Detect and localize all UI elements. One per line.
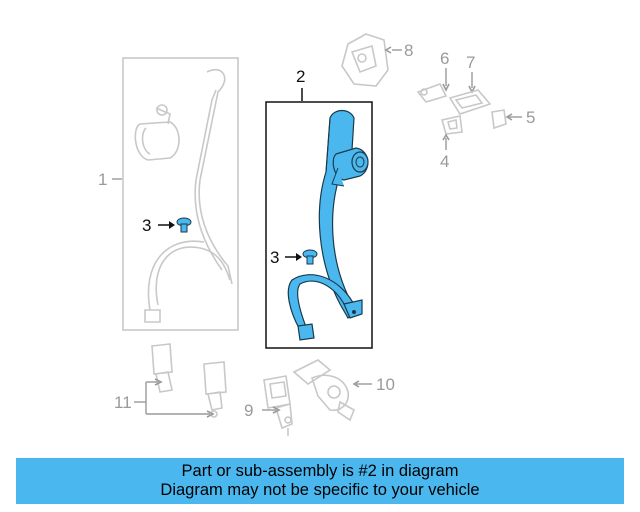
part-8 [341,33,402,87]
svg-text:2: 2 [296,67,305,86]
parts-diagram: 1 3 2 3 [98,33,535,436]
part-11-buckles [134,343,227,418]
part-6 [416,68,450,103]
svg-text:3: 3 [142,216,151,235]
callout-1: 1 [98,170,122,189]
part-7 [448,72,492,115]
svg-text:4: 4 [440,152,449,171]
svg-text:1: 1 [98,170,107,189]
part-2-assembly [265,101,373,349]
banner-line-2: Diagram may not be specific to your vehi… [160,481,480,499]
svg-text:11: 11 [114,393,132,412]
part-10 [292,359,372,422]
svg-text:7: 7 [466,53,475,72]
svg-text:8: 8 [404,41,413,60]
svg-text:5: 5 [526,108,535,127]
part-4 [440,115,463,150]
info-banner: Part or sub-assembly is #2 in diagram Di… [16,458,624,504]
callout-2: 2 [296,67,305,101]
svg-text:3: 3 [270,248,279,267]
banner-line-1: Part or sub-assembly is #2 in diagram [181,462,459,480]
part-5 [491,109,522,130]
svg-text:10: 10 [376,375,395,394]
bolt-3-right: 3 [270,248,318,267]
part-9-buckle [262,375,293,436]
bolt-3-left: 3 [142,216,192,235]
svg-text:9: 9 [244,401,253,420]
part-1-assembly [122,57,239,331]
part-1-frame [122,57,239,331]
part-2-frame [265,101,373,349]
svg-text:6: 6 [440,49,449,68]
